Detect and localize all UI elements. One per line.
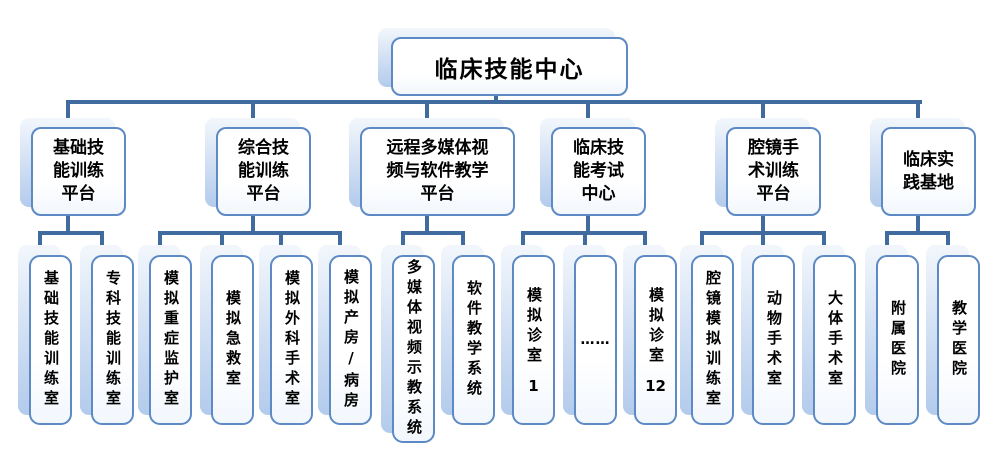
node-label: 临床实 践基地 xyxy=(903,149,954,193)
node-simulated-surgical-operating-room: 模拟外科手术室 xyxy=(259,245,313,425)
node-clinical-skills-center: 临床技能中心 xyxy=(378,28,628,96)
node-comprehensive-skills-training-platform: 综合技 能训练 平台 xyxy=(205,118,311,216)
node-label: 专科技能训练室 xyxy=(104,270,122,410)
node-box: 综合技 能训练 平台 xyxy=(216,127,311,216)
connector-stem-platform xyxy=(586,104,590,128)
node-label: 基础技能训练室 xyxy=(42,270,60,410)
node-basic-skills-training-platform: 基础技 能训练 平台 xyxy=(20,118,126,216)
node-simulated-emergency-room: 模拟急救室 xyxy=(200,245,254,425)
node-label: 临床技能中心 xyxy=(434,56,585,83)
connector-branch-line xyxy=(700,231,826,235)
node-endoscopic-surgery-training-platform: 腔镜手 术训练 平台 xyxy=(715,118,821,216)
node-box: 模拟急救室 xyxy=(211,255,254,425)
node-label: 附属医院 xyxy=(889,300,907,380)
node-label: 远程多媒体视 频与软件教学 平台 xyxy=(386,138,489,204)
node-specialty-skills-training-room: 专科技能训练室 xyxy=(80,245,134,425)
connector-stem-platform xyxy=(251,104,255,128)
node-box: 大体手术室 xyxy=(813,255,856,425)
node-endoscopy-simulation-training-room: 腔镜模拟训练室 xyxy=(680,245,734,425)
node-label: 腔镜手 术训练 平台 xyxy=(748,138,799,204)
node-multimedia-video-demo-system: 多媒体视频示教系统 xyxy=(381,245,435,443)
node-simulated-icu: 模拟重症监护室 xyxy=(138,245,192,425)
node-box: 基础技能训练室 xyxy=(29,255,72,425)
node-clinical-practice-base: 临床实 践基地 xyxy=(870,118,976,216)
node-box: 模拟外科手术室 xyxy=(270,255,313,425)
connector-stem-platform xyxy=(425,104,429,128)
node-simulated-clinic-12: 模拟诊室 12 xyxy=(623,245,677,425)
node-affiliated-hospital: 附属医院 xyxy=(865,245,919,425)
node-label: 基础技 能训练 平台 xyxy=(53,138,104,204)
connector-stem-down xyxy=(66,212,70,235)
connector-stem-down xyxy=(916,212,920,235)
node-box: 远程多媒体视 频与软件教学 平台 xyxy=(360,127,515,216)
node-ellipsis: …… xyxy=(563,245,617,425)
node-cadaver-operating-room: 大体手术室 xyxy=(802,245,856,425)
connector-stem-platform xyxy=(761,104,765,128)
node-box: 临床技 能考试 中心 xyxy=(551,127,646,216)
node-software-teaching-system: 软件教学系统 xyxy=(441,245,495,425)
node-label: 模拟诊室 12 xyxy=(645,286,666,395)
node-label: 腔镜模拟训练室 xyxy=(704,270,722,410)
connector-branch-line xyxy=(401,231,465,235)
node-label: 临床技 能考试 中心 xyxy=(573,138,624,204)
node-box: 附属医院 xyxy=(876,255,919,425)
node-simulated-delivery-ward-room: 模拟产房/病房 xyxy=(318,245,372,425)
node-box: 临床实 践基地 xyxy=(881,127,976,216)
connector-stem-platform xyxy=(66,104,70,128)
node-box: 腔镜手 术训练 平台 xyxy=(726,127,821,216)
node-box: 基础技 能训练 平台 xyxy=(31,127,126,216)
node-basic-skills-training-room: 基础技能训练室 xyxy=(18,245,72,425)
node-label: 模拟诊室 1 xyxy=(525,286,543,395)
node-box: 专科技能训练室 xyxy=(91,255,134,425)
node-box: 教学医院 xyxy=(937,255,980,425)
node-label: 综合技 能训练 平台 xyxy=(238,138,289,204)
node-box: 腔镜模拟训练室 xyxy=(691,255,734,425)
node-teaching-hospital: 教学医院 xyxy=(926,245,980,425)
node-clinical-skills-exam-center: 临床技 能考试 中心 xyxy=(540,118,646,216)
node-label: 大体手术室 xyxy=(826,290,844,390)
node-remote-multimedia-software-teaching-platform: 远程多媒体视 频与软件教学 平台 xyxy=(349,118,515,216)
connector-branch-line xyxy=(158,231,342,235)
node-box: 动物手术室 xyxy=(752,255,795,425)
connector-branch-line xyxy=(38,231,104,235)
node-label: 模拟急救室 xyxy=(224,290,242,390)
ellipsis-label: …… xyxy=(580,332,611,348)
node-label: 模拟产房/病房 xyxy=(342,268,360,412)
node-simulated-clinic-1: 模拟诊室 1 xyxy=(501,245,555,425)
node-label: 软件教学系统 xyxy=(465,280,483,400)
node-label: 多媒体视频示教系统 xyxy=(405,259,423,439)
connector-stem-platform xyxy=(916,104,920,128)
connector-stem-down xyxy=(425,212,429,235)
connector-branch-line xyxy=(885,231,950,235)
node-label: 模拟重症监护室 xyxy=(162,270,180,410)
node-box: 模拟重症监护室 xyxy=(149,255,192,425)
node-box: 模拟诊室 12 xyxy=(634,255,677,425)
node-box: 临床技能中心 xyxy=(391,37,628,96)
node-animal-operating-room: 动物手术室 xyxy=(741,245,795,425)
node-box: 模拟诊室 1 xyxy=(512,255,555,425)
node-box: 多媒体视频示教系统 xyxy=(392,255,435,443)
connector-branch-line xyxy=(521,231,647,235)
node-label: 教学医院 xyxy=(950,300,968,380)
connector-stem-down xyxy=(761,212,765,235)
connector-stem-down xyxy=(251,212,255,235)
connector-stem-down xyxy=(586,212,590,235)
node-label: 动物手术室 xyxy=(765,290,783,390)
connector-trunk xyxy=(66,100,922,104)
node-box: …… xyxy=(574,255,617,425)
node-box: 软件教学系统 xyxy=(452,255,495,425)
node-box: 模拟产房/病房 xyxy=(329,255,372,425)
node-label: 模拟外科手术室 xyxy=(283,270,301,410)
